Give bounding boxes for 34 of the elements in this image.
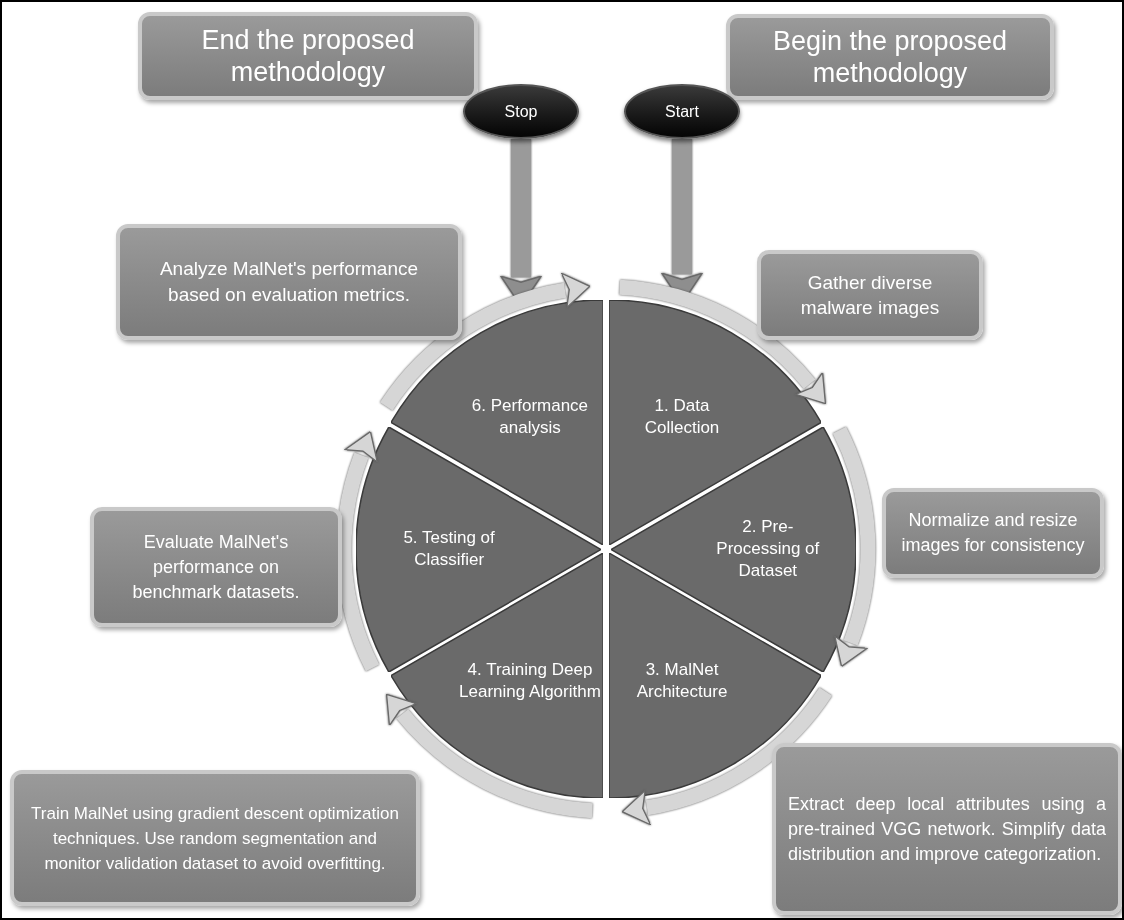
- title-box: [726, 14, 1054, 100]
- step-label: 1. Data Collection: [643, 395, 721, 440]
- cycle-arrow: [618, 279, 828, 404]
- cycle-arrow: [832, 427, 876, 668]
- description-box: [772, 743, 1122, 915]
- step-label: 5. Testing of Classifier: [402, 527, 496, 571]
- box-text: End the proposed methodology: [200, 24, 416, 88]
- box-text: Normalize and resize images for consistency: [900, 509, 1086, 557]
- step-label: 6. Performance analysis: [470, 395, 590, 440]
- description-box: [116, 224, 462, 340]
- description-box: [10, 770, 420, 906]
- box-text: Gather diverse malware images: [799, 271, 941, 320]
- pie-segment: [391, 553, 604, 799]
- description-box: [90, 507, 342, 627]
- step-label: 4. Training Deep Learning Algorithm: [458, 658, 602, 703]
- cycle-arrow: [384, 694, 594, 819]
- step-label: 3. MalNet Architecture: [635, 658, 729, 703]
- box-text: Analyze MalNet's performance based on evaluation metrics.: [158, 257, 420, 307]
- description-box: [882, 488, 1104, 578]
- box-text: Extract deep local attributes using a pre-trained VGG network. Simplify data distribution and improve categorization.: [788, 792, 1106, 866]
- terminal-ellipse: [463, 84, 579, 139]
- pie-segment: [391, 299, 604, 545]
- box-text: Begin the proposed methodology: [771, 25, 1009, 89]
- cycle-arrow: [336, 430, 380, 671]
- terminal-ellipse: [624, 84, 740, 139]
- cycle-arrow: [380, 272, 591, 411]
- description-box: [757, 250, 983, 340]
- box-text: Train MalNet using gradient descent optimization techniques. Use random segmentation and monitor validation dataset to avoid overfitting.: [30, 802, 400, 875]
- title-box: [138, 12, 478, 100]
- cycle-arrow: [621, 687, 832, 826]
- terminal-label: Start: [665, 101, 699, 122]
- box-text: Evaluate MalNet's performance on benchmark datasets.: [131, 530, 301, 604]
- step-label: 2. Pre-Processing of Dataset: [715, 516, 821, 582]
- terminal-label: Stop: [504, 101, 538, 122]
